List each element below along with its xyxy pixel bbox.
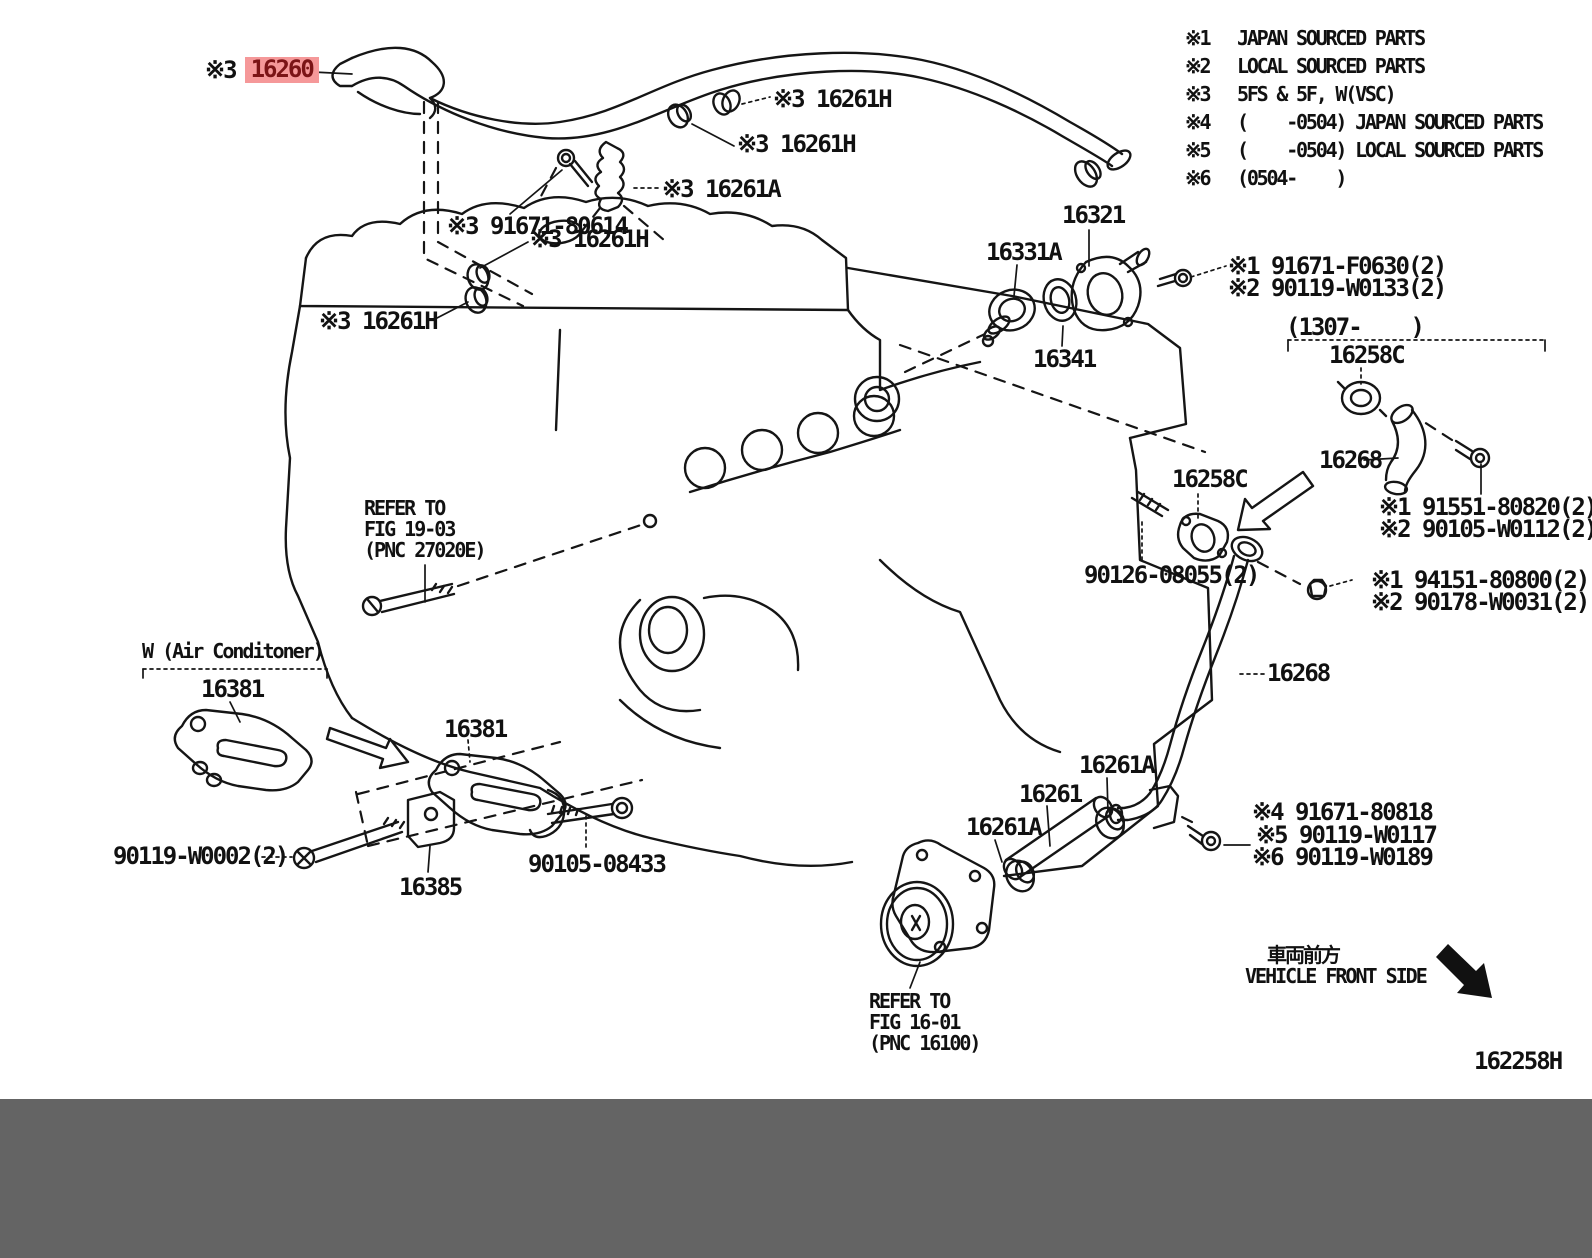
callout-16258c-right: 16258C [1329, 341, 1406, 369]
legend-text: ( -0504) LOCAL SOURCED PARTS [1237, 138, 1544, 162]
selected-part-marker: ※3 [205, 56, 238, 84]
pipe-16268-lower-drawing [1108, 535, 1328, 825]
legend-row-2: ※2 LOCAL SOURCED PARTS [1185, 52, 1542, 80]
callout-16261a-bottom: 16261A [966, 813, 1043, 841]
callout-91671-80818: ※4 91671-80818 [1252, 798, 1434, 826]
legend-marker: ※6 [1185, 166, 1212, 190]
diagram-code: 162258H [1474, 1047, 1563, 1075]
legend-marker: ※5 [1185, 138, 1212, 162]
callout-90126-08055: 90126-08055(2) [1084, 561, 1260, 589]
callout-16261h-4: ※3 16261H [319, 307, 439, 335]
pipe-16268-upper-drawing [1336, 380, 1491, 496]
callout-16341: 16341 [1033, 345, 1097, 373]
callout-refer-fig-19-03: REFER TO FIG 19-03 (PNC 27020E) [364, 496, 486, 562]
thermostat-parts-drawing [981, 247, 1193, 348]
legend-text: (0504- ) [1237, 166, 1347, 190]
legend-marker: ※3 [1185, 82, 1212, 106]
legend-row-5: ※5 ( -0504) LOCAL SOURCED PARTS [1185, 136, 1544, 164]
vehicle-front-label-en: VEHICLE FRONT SIDE [1245, 964, 1428, 988]
footer-bar: TOYOTA - 1626024050 N - 16260 [0, 1099, 1592, 1258]
callout-16261a-1: ※3 16261A [662, 175, 782, 203]
legend-row-4: ※4 ( -0504) JAPAN SOURCED PARTS [1185, 108, 1544, 136]
legend: ※1 JAPAN SOURCED PARTS ※2 LOCAL SOURCED PA… [1185, 24, 1544, 192]
water-pump-drawing [879, 839, 996, 968]
legend-marker: ※2 [1185, 54, 1212, 78]
selected-part-number: 16260 [244, 57, 319, 83]
legend-marker: ※1 [1185, 26, 1212, 50]
callout-90119-w0117: ※5 90119-W0117 [1256, 821, 1438, 849]
legend-text: 5FS & 5F, W(VSC) [1237, 82, 1397, 106]
callout-16381-right: 16381 [444, 715, 508, 743]
callout-90119-w0002: 90119-W0002(2) [113, 842, 289, 870]
engine-line-art [284, 196, 1214, 878]
callout-90119-w0133: ※2 90119-W0133(2) [1228, 274, 1447, 302]
callout-91671-80614: ※3 91671-80614 [447, 212, 629, 240]
vehicle-front-arrow-icon [1436, 944, 1492, 998]
callout-16321: 16321 [1062, 201, 1126, 229]
callout-91671-f0630: ※1 91671-F0630(2) [1228, 252, 1447, 280]
callout-16381-left: 16381 [201, 675, 265, 703]
callout-16385: 16385 [399, 873, 463, 901]
callout-16261h-1: ※3 16261H [773, 85, 893, 113]
callout-16261h-3: ※3 16261H [530, 225, 650, 253]
pointer-arrow-left-icon [325, 726, 410, 770]
callout-90105-w0112: ※2 90105-W0112(2) [1379, 515, 1592, 543]
bolt-fig1903-drawing [361, 582, 456, 617]
legend-row-1: ※1 JAPAN SOURCED PARTS [1185, 24, 1542, 52]
vehicle-front-label-jp: 車両前方 [1267, 943, 1341, 967]
pointer-arrow-mid-icon [1236, 470, 1315, 532]
callout-91551-80820: ※1 91551-80820(2) [1379, 493, 1592, 521]
callout-16261: 16261 [1019, 780, 1083, 808]
callout-16260-selected: ※3 16260 [205, 57, 319, 83]
callout-16268-upper: 16268 [1319, 446, 1383, 474]
callout-16268-lower: 16268 [1267, 659, 1331, 687]
legend-text: JAPAN SOURCED PARTS [1237, 26, 1426, 50]
callout-90119-w0189: ※6 90119-W0189 [1252, 843, 1434, 871]
bypass-pipe-16260-drawing [331, 46, 1132, 314]
hose-16261-drawing [1002, 784, 1222, 893]
bracket-16381-drawings [173, 708, 634, 870]
callout-date-range-1307: (1307- ) [1286, 313, 1425, 341]
legend-text: ( -0504) JAPAN SOURCED PARTS [1237, 110, 1544, 134]
callout-w-air-conditioner: W (Air Conditoner) [142, 639, 325, 663]
leader-lines [142, 71, 1546, 989]
gasket-16258c-mid-drawing [1130, 490, 1230, 562]
callout-94151-80800: ※1 94151-80800(2) [1371, 566, 1590, 594]
legend-text: LOCAL SOURCED PARTS [1237, 54, 1426, 78]
callout-90105-08433: 90105-08433 [528, 850, 667, 878]
legend-row-3: ※3 5FS & 5F, W(VSC) [1185, 80, 1542, 108]
legend-marker: ※4 [1185, 110, 1212, 134]
callout-16258c-mid: 16258C [1172, 465, 1249, 493]
callout-16331a: 16331A [986, 238, 1063, 266]
callout-refer-fig-16-01: REFER TO FIG 16-01 (PNC 16100) [869, 989, 981, 1055]
callout-16261h-2: ※3 16261H [737, 130, 857, 158]
callout-16261a-top: 16261A [1079, 751, 1156, 779]
legend-row-6: ※6 (0504- ) [1185, 164, 1542, 192]
callout-90178-w0031: ※2 90178-W0031(2) [1371, 588, 1590, 616]
